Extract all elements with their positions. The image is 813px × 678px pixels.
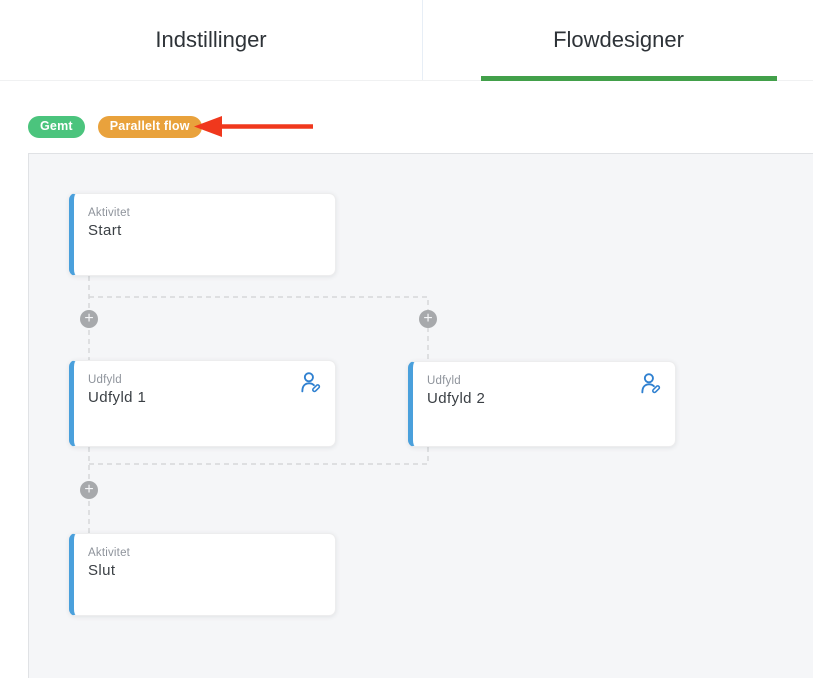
- add-node-button-bottom[interactable]: +: [80, 481, 98, 499]
- node-title: Udfyld 1: [88, 389, 147, 406]
- node-type-label: Aktivitet: [88, 547, 131, 559]
- node-title: Slut: [88, 562, 116, 579]
- add-node-button-right[interactable]: +: [419, 310, 437, 328]
- node-title: Start: [88, 222, 122, 239]
- user-edit-icon: [641, 373, 661, 394]
- flow-node-udfyld-1[interactable]: Udfyld Udfyld 1: [69, 360, 336, 447]
- add-node-button-left[interactable]: +: [80, 310, 98, 328]
- red-annotation-arrow-icon: [194, 116, 313, 137]
- saved-status-badge: Gemt: [28, 116, 85, 138]
- node-title: Udfyld 2: [427, 390, 486, 407]
- user-edit-icon: [301, 372, 321, 393]
- tab-indstillinger-label: Indstillinger: [155, 27, 267, 52]
- tab-bar: Indstillinger Flowdesigner: [0, 0, 813, 81]
- node-type-label: Udfyld: [88, 374, 122, 386]
- node-type-label: Aktivitet: [88, 207, 131, 219]
- flow-designer-canvas[interactable]: Aktivitet Start + + Udfyld Udfyld 1 Udfy…: [28, 153, 813, 678]
- tab-flowdesigner-label: Flowdesigner: [553, 27, 684, 52]
- status-badge-row: Gemt Parallelt flow: [28, 116, 202, 138]
- flow-type-badge: Parallelt flow: [97, 116, 202, 138]
- flow-node-start[interactable]: Aktivitet Start: [69, 193, 336, 276]
- node-type-label: Udfyld: [427, 375, 461, 387]
- flow-node-slut[interactable]: Aktivitet Slut: [69, 533, 336, 616]
- flow-node-udfyld-2[interactable]: Udfyld Udfyld 2: [408, 361, 676, 447]
- tab-indstillinger[interactable]: Indstillinger: [0, 0, 423, 80]
- active-tab-underline: [481, 76, 777, 81]
- tab-flowdesigner[interactable]: Flowdesigner: [424, 0, 813, 80]
